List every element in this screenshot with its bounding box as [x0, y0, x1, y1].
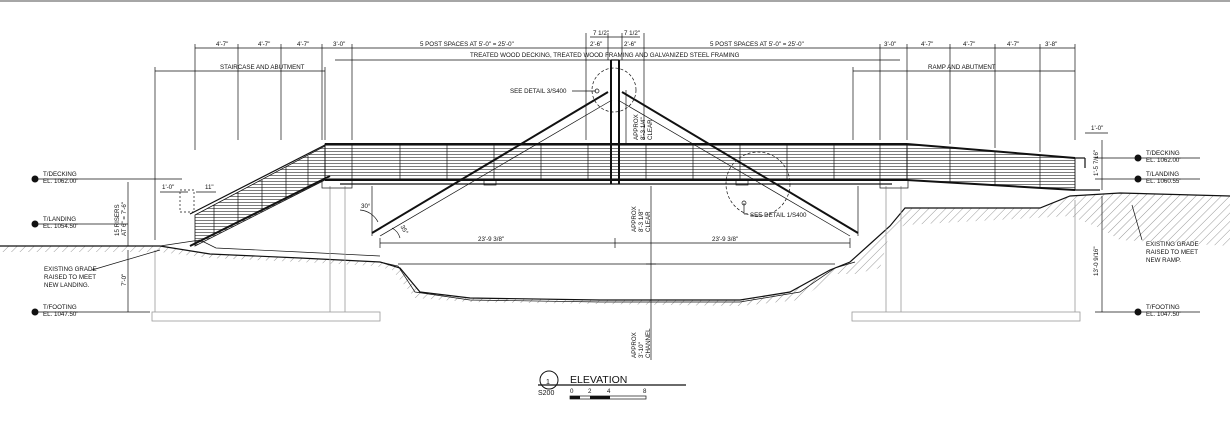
top-dimension-lines [154, 33, 1076, 240]
ramp-group-label: RAMP AND ABUTMENT [928, 64, 996, 71]
detail-3-marker [594, 88, 600, 94]
channel-depth-1: APPROX [631, 332, 638, 358]
upper-clearance-2: 8'-3 1/4" [640, 117, 647, 140]
dim-center-top-left: 7 1/2" [593, 30, 609, 37]
left-dim-7-0: 7'-0" [121, 274, 128, 286]
title-number: 1 [546, 379, 550, 386]
left-abutment [151, 179, 381, 322]
dim-right-post-5: 3'-8" [1045, 41, 1057, 48]
scale-tick-0: 0 [570, 388, 574, 395]
staircase [179, 144, 331, 247]
span-left: 23'-9 3/8" [478, 236, 504, 243]
detail-1-marker [741, 200, 747, 206]
dim-right-post-1: 3'-0" [884, 41, 896, 48]
upper-clearance-3: CLEAR [647, 119, 654, 140]
angle-arc-30 [359, 209, 379, 223]
right-landing-target-icon [1134, 175, 1142, 183]
dim-right-post-2: 4'-7" [921, 41, 933, 48]
right-abutment [851, 179, 1081, 322]
right-landing-label: T/LANDING [1146, 171, 1179, 178]
left-footing-elevation: EL. 1047.50' [43, 311, 78, 318]
left-dim-11: 11" [205, 184, 214, 191]
angle-arc-35 [391, 227, 401, 239]
scale-tick-4: 4 [607, 388, 611, 395]
dim-center-right: 2'-6" [624, 41, 636, 48]
left-footing-target-icon [31, 308, 39, 316]
left-decking-label: T/DECKING [43, 171, 77, 178]
left-dim-1-0: 1'-0" [162, 184, 174, 191]
dim-left-post-1: 4'-7" [216, 41, 228, 48]
left-elevation-leaders [32, 178, 216, 313]
left-grade-note-3: NEW LANDING. [44, 282, 90, 289]
dim-center-left: 2'-6" [590, 41, 602, 48]
right-decking-elevation: EL. 1062.00' [1146, 157, 1181, 164]
right-footing-target-icon [1134, 308, 1142, 316]
channel-depth-3: CHANNEL [645, 328, 652, 358]
left-grade-note-1: EXISTING GRADE [44, 266, 97, 273]
rail-posts [351, 144, 881, 180]
angle-30-label: 30° [361, 203, 371, 210]
existing-grade [0, 192, 1230, 306]
mast-and-stays [371, 59, 859, 237]
right-footing-label: T/FOOTING [1146, 304, 1180, 311]
channel-profile [379, 261, 856, 303]
lower-clearance-2: 8'-3 1/8" [638, 209, 645, 232]
span-right: 23'-9 3/8" [712, 236, 738, 243]
bridge-railing [324, 143, 908, 186]
lower-clearance-3: CLEAR [645, 211, 652, 232]
decking-note: TREATED WOOD DECKING, TREATED WOOD FRAMI… [470, 52, 740, 59]
dim-left-span: 5 POST SPACES AT 5'-0" = 25'-0" [420, 41, 514, 48]
title-name: ELEVATION [570, 374, 627, 386]
channel-depth-2: 3'-10" [638, 342, 645, 358]
left-landing-elevation: EL. 1054.50' [43, 223, 78, 230]
upper-clearance-1: APPROX [633, 114, 640, 140]
right-dim-13: 13'-0 9/16" [1093, 246, 1100, 276]
right-dim-1-0: 1'-0" [1091, 125, 1103, 132]
risers-label-2: AT 6" = 7'-6" [121, 202, 128, 236]
scale-tick-2: 2 [588, 388, 592, 395]
angle-35-label: 35° [399, 224, 410, 236]
right-decking-target-icon [1134, 154, 1142, 162]
dim-right-post-3: 4'-7" [963, 41, 975, 48]
dim-left-post-4: 3'-0" [333, 41, 345, 48]
lower-clearance-1: APPROX [631, 206, 638, 232]
detail-1-callout: SEE DETAIL 1/S400 [750, 212, 807, 219]
right-landing-elevation: EL. 1060.55' [1146, 178, 1181, 185]
right-grade-note-3: NEW RAMP. [1146, 257, 1181, 264]
right-grade-note-2: RAISED TO MEET [1146, 249, 1198, 256]
left-landing-label: T/LANDING [43, 216, 76, 223]
left-decking-elevation: EL. 1062.00' [43, 178, 78, 185]
dim-center-top-right: 7 1/2" [624, 30, 640, 37]
right-elevation-leaders [1085, 132, 1200, 313]
risers-label-1: 15 RISERS [114, 204, 121, 236]
dim-left-post-3: 4'-7" [297, 41, 309, 48]
dim-right-post-4: 4'-7" [1007, 41, 1019, 48]
dim-left-post-2: 4'-7" [258, 41, 270, 48]
left-decking-target-icon [31, 175, 39, 183]
span-dimension-line [379, 238, 851, 248]
dim-right-span: 5 POST SPACES AT 5'-0" = 25'-0" [710, 41, 804, 48]
right-footing-elevation: EL. 1047.50' [1146, 311, 1181, 318]
ramp [906, 143, 1100, 191]
scale-tick-8: 8 [643, 388, 647, 395]
detail-3-callout: SEE DETAIL 3/S400 [510, 88, 567, 95]
right-decking-label: T/DECKING [1146, 150, 1180, 157]
left-landing-target-icon [31, 220, 39, 228]
title-sheet-ref: S200 [538, 390, 554, 397]
staircase-group-label: STAIRCASE AND ABUTMENT [220, 64, 305, 71]
left-footing-label: T/FOOTING [43, 304, 77, 311]
drawing-title [538, 370, 686, 400]
left-grade-note-2: RAISED TO MEET [44, 274, 96, 281]
right-dim-1-5: 1'-5 7/16" [1093, 150, 1100, 176]
right-grade-note-1: EXISTING GRADE [1146, 241, 1199, 248]
